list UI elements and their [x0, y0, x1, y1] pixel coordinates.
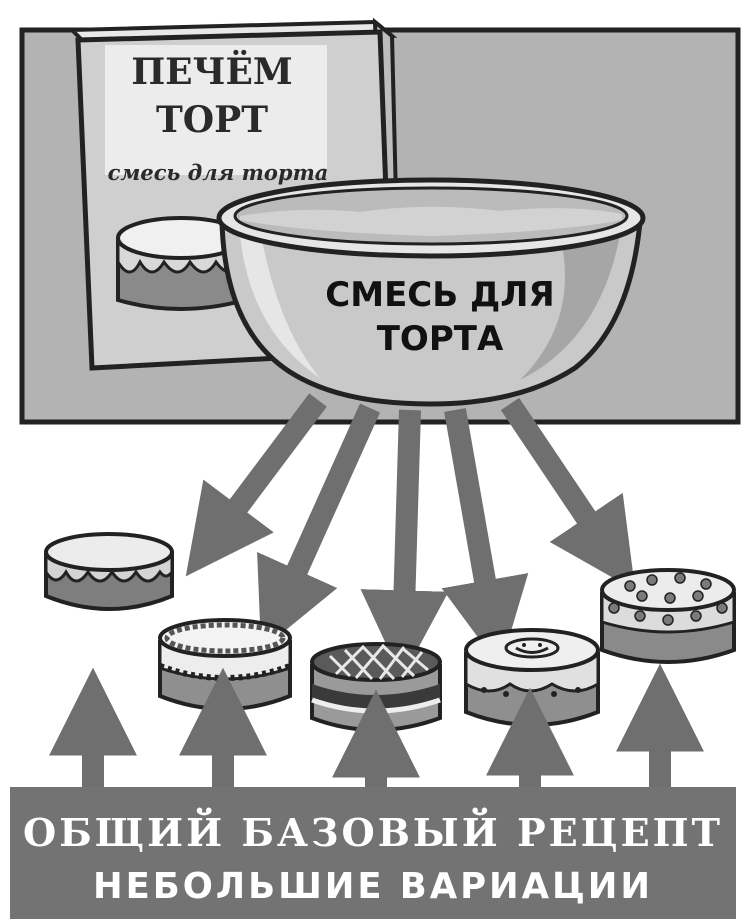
cake-smiley: [466, 630, 598, 725]
bowl-label-line2: ТОРТА: [377, 319, 504, 359]
arrow-down-3: [404, 410, 410, 608]
arrows-down: [228, 400, 596, 608]
cake-drip: [46, 534, 172, 609]
banner-line2: НЕБОЛЬШИЕ ВАРИАЦИИ: [93, 866, 653, 907]
arrow-down-4: [455, 410, 488, 598]
cake-lattice: [312, 644, 440, 730]
box-title-line1: ПЕЧЁМ: [131, 50, 293, 93]
box-subtitle: смесь для торта: [108, 160, 329, 185]
cake-frosted-rim: [160, 620, 290, 709]
box-title-line2: ТОРТ: [156, 99, 268, 141]
arrows-up: [93, 734, 660, 790]
bowl-label-line1: СМЕСЬ ДЛЯ: [325, 275, 554, 315]
banner-line1: ОБЩИЙ БАЗОВЫЙ РЕЦЕПТ: [23, 808, 723, 855]
cake-flowers: [602, 570, 734, 662]
